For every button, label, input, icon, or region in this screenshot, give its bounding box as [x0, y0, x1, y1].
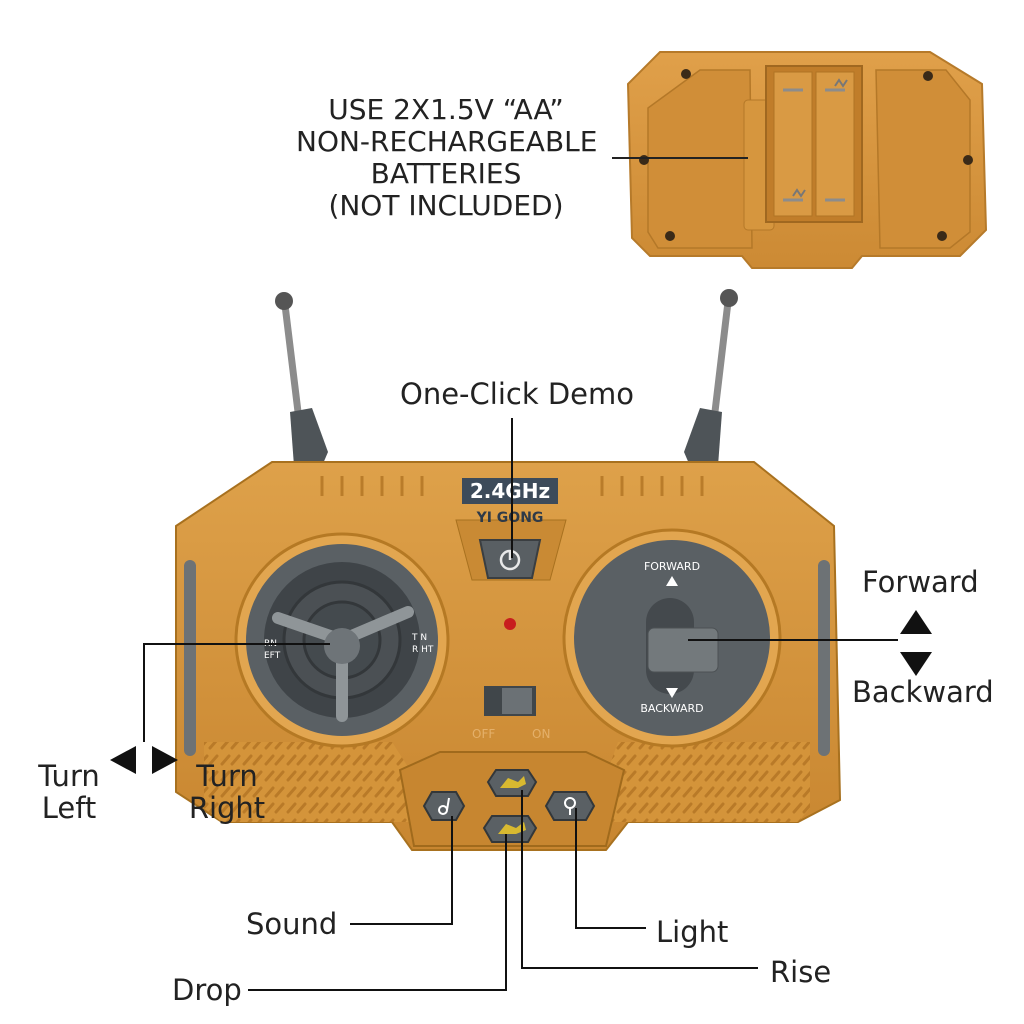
- frequency-badge: 2.4GHz: [462, 478, 558, 504]
- rise-button[interactable]: [486, 769, 538, 797]
- turn-right-line1: Turn: [196, 759, 258, 793]
- backward-callout: Backward: [852, 675, 994, 709]
- drop-button[interactable]: [482, 815, 538, 843]
- light-callout: Light: [656, 915, 729, 949]
- right-arrow-icon: [152, 746, 178, 774]
- brand-label: YI GONG: [476, 510, 544, 526]
- switch-off-label: OFF: [472, 727, 495, 741]
- turn-left-line1: Turn: [38, 759, 100, 793]
- power-switch[interactable]: [484, 686, 536, 716]
- turn-right-callout: Turn Right: [186, 760, 268, 824]
- battery-compartment: [765, 65, 863, 223]
- sound-callout: Sound: [246, 907, 338, 941]
- sound-button[interactable]: [422, 791, 466, 821]
- turn-left-callout: Turn Left: [30, 760, 108, 824]
- turn-left-line2: Left: [41, 791, 97, 825]
- power-led: [504, 618, 516, 630]
- svg-text:2.4GHz: 2.4GHz: [470, 479, 550, 503]
- demo-button[interactable]: [478, 539, 542, 579]
- rise-callout: Rise: [770, 955, 832, 989]
- left-antenna: [275, 292, 328, 466]
- dial-turn-left-text-2: EFT: [264, 651, 281, 661]
- left-arrow-icon: [110, 746, 136, 774]
- drop-callout: Drop: [172, 973, 242, 1007]
- remote-back: [626, 51, 988, 269]
- battery-note-line3: BATTERIES: [370, 157, 522, 190]
- dial-turn-right-text-2: R HT: [412, 645, 434, 655]
- throttle-stick[interactable]: FORWARD BACKWARD: [562, 528, 782, 748]
- turn-right-line2: Right: [188, 791, 266, 825]
- battery-note-line1: USE 2X1.5V “AA”: [328, 93, 564, 126]
- forward-callout: Forward: [862, 565, 979, 599]
- callout-lines: [143, 418, 898, 991]
- backward-arrow-icon: [900, 652, 932, 676]
- stick-forward-label: FORWARD: [644, 560, 700, 573]
- right-antenna: [684, 289, 738, 466]
- switch-on-label: ON: [532, 727, 550, 741]
- forward-arrow-icon: [900, 610, 932, 634]
- stick-backward-label: BACKWARD: [640, 702, 703, 715]
- stick-forward-arrow-icon: [666, 576, 678, 586]
- steering-dial[interactable]: RN EFT T N R HT: [234, 532, 450, 748]
- light-button[interactable]: [544, 791, 596, 821]
- demo-callout: One-Click Demo: [400, 377, 634, 411]
- stick-backward-arrow-icon: [666, 688, 678, 698]
- battery-note: USE 2X1.5V “AA” NON-RECHARGEABLE BATTERI…: [296, 93, 598, 222]
- battery-note-line4: (NOT INCLUDED): [328, 189, 564, 222]
- dial-turn-right-text: T N: [411, 633, 427, 643]
- battery-note-line2: NON-RECHARGEABLE: [296, 125, 598, 158]
